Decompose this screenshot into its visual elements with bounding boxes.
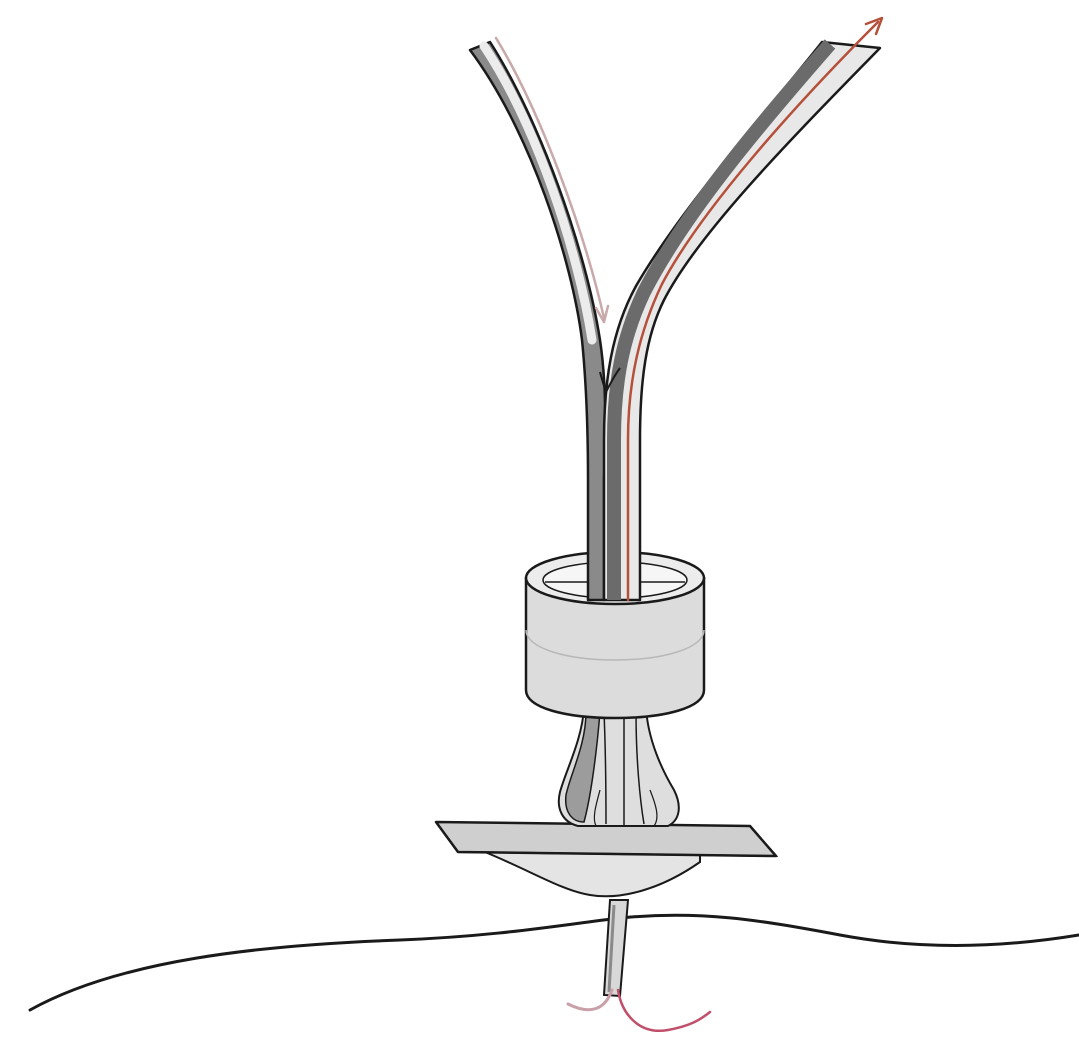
skin-surface-line — [30, 915, 1079, 1010]
outflow-tube — [604, 18, 882, 600]
flared-neck — [559, 708, 679, 826]
flange-plate — [436, 822, 776, 856]
subcutaneous-catheter — [604, 900, 628, 996]
skin-cuff-dome — [480, 850, 700, 896]
inflow-tube — [470, 38, 608, 600]
tip-outflow-line — [618, 990, 710, 1031]
outflow-arrow-icon — [628, 22, 878, 600]
